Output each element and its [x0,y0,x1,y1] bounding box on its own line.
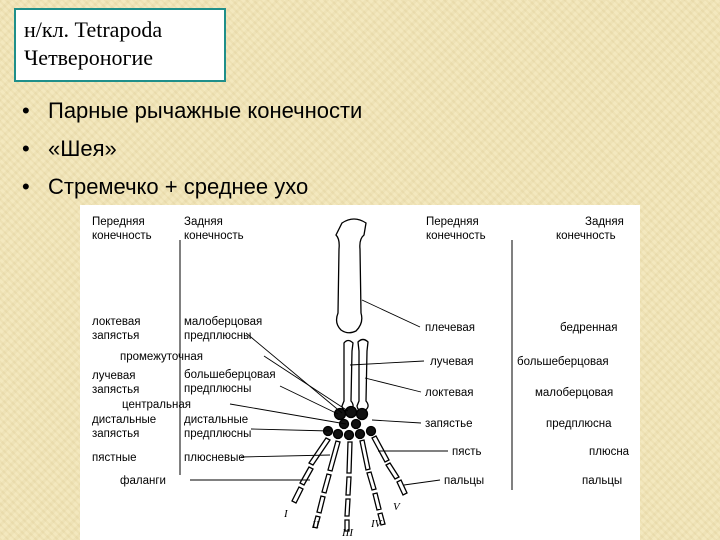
label-distal-tarsal-1: дистальные [184,414,248,426]
label-intermedium: промежуточная [120,351,203,363]
digit-numeral-4: IV [370,518,383,530]
left-header-hind-1: Задняя [184,216,223,228]
carpal-bones [322,405,377,441]
right-fore-radius: лучевая [430,356,473,368]
limb-diagram: Передняя конечность Задняя конечность Пе… [80,205,640,540]
bullet-text: Парные рычажные конечности [48,98,363,123]
label-ulnar-carpal-2: запястья [92,330,139,342]
right-fore-metacarpus: пясть [452,446,481,458]
label-distal-tarsal-2: предплюсны [184,428,251,440]
bullet-text: «Шея» [48,136,117,161]
right-header-hind-1: Задняя [585,216,624,228]
digit-numeral-3: III [341,527,354,539]
right-hind-fibula: малоберцовая [535,387,613,399]
right-header-fore-1: Передняя [426,216,479,228]
label-tibial-tarsal-2: предплюсны [184,383,251,395]
right-header-fore-2: конечность [426,230,486,242]
label-central: центральная [122,399,191,411]
left-header-hind-2: конечность [184,230,244,242]
metacarpal-bones [308,435,390,474]
bullet-item: • Парные рычажные конечности [22,92,362,130]
right-fore-humerus: плечевая [425,322,475,334]
bullet-dot: • [22,98,30,123]
left-header-fore-1: Передняя [92,216,145,228]
label-fibular-tarsal-2: предплюсны [184,330,251,342]
label-ulnar-carpal-1: локтевая [92,316,141,328]
right-hind-digits: пальцы [582,475,622,487]
ulna-bone [356,338,369,412]
title-taxon: н/кл. Tetrapoda [24,17,163,42]
label-phalanges: фаланги [120,475,166,487]
radius-bone [341,339,354,412]
limb-skeleton-illustration [291,218,408,532]
label-radial-carpal-2: запястья [92,384,139,396]
right-hind-tibia: большеберцовая [517,356,609,368]
right-hind-femur: бедренная [560,322,617,334]
bullet-dot: • [22,174,30,199]
bullet-item: • «Шея» [22,130,362,168]
right-fore-digits: пальцы [444,475,484,487]
right-fore-carpus: запястье [425,418,473,430]
label-metatarsals: плюсневые [184,452,245,464]
label-metacarpals: пястные [92,452,136,464]
digit-numeral-1: I [283,508,289,520]
right-header-hind-2: конечность [556,230,616,242]
leader-lines [190,299,448,486]
label-distal-carpal-1: дистальные [92,414,156,426]
digit-numerals: I II III IV V [283,501,401,539]
label-fibular-tarsal-1: малоберцовая [184,316,262,328]
title-common-name: Четвероногие [24,45,154,70]
limb-diagram-svg: Передняя конечность Задняя конечность Пе… [92,216,630,539]
label-distal-carpal-2: запястья [92,428,139,440]
bullet-text: Стремечко + среднее ухо [48,174,309,199]
bullet-item: • Стремечко + среднее ухо [22,168,362,206]
right-hind-tarsus: предплюсна [546,418,612,430]
title-box: н/кл. Tetrapoda Четвероногие [14,8,226,82]
phalanx-bones [291,462,408,532]
right-hind-metatarsus: плюсна [589,446,630,458]
right-fore-ulna: локтевая [425,387,474,399]
left-header-fore-2: конечность [92,230,152,242]
bullet-dot: • [22,136,30,161]
label-radial-carpal-1: лучевая [92,370,135,382]
digit-numeral-5: V [393,501,401,513]
bullet-list: • Парные рычажные конечности • «Шея» • Стре… [22,92,362,206]
label-tibial-tarsal-1: большеберцовая [184,369,276,381]
humerus-bone [335,218,367,334]
digit-numeral-2: II [311,519,321,531]
